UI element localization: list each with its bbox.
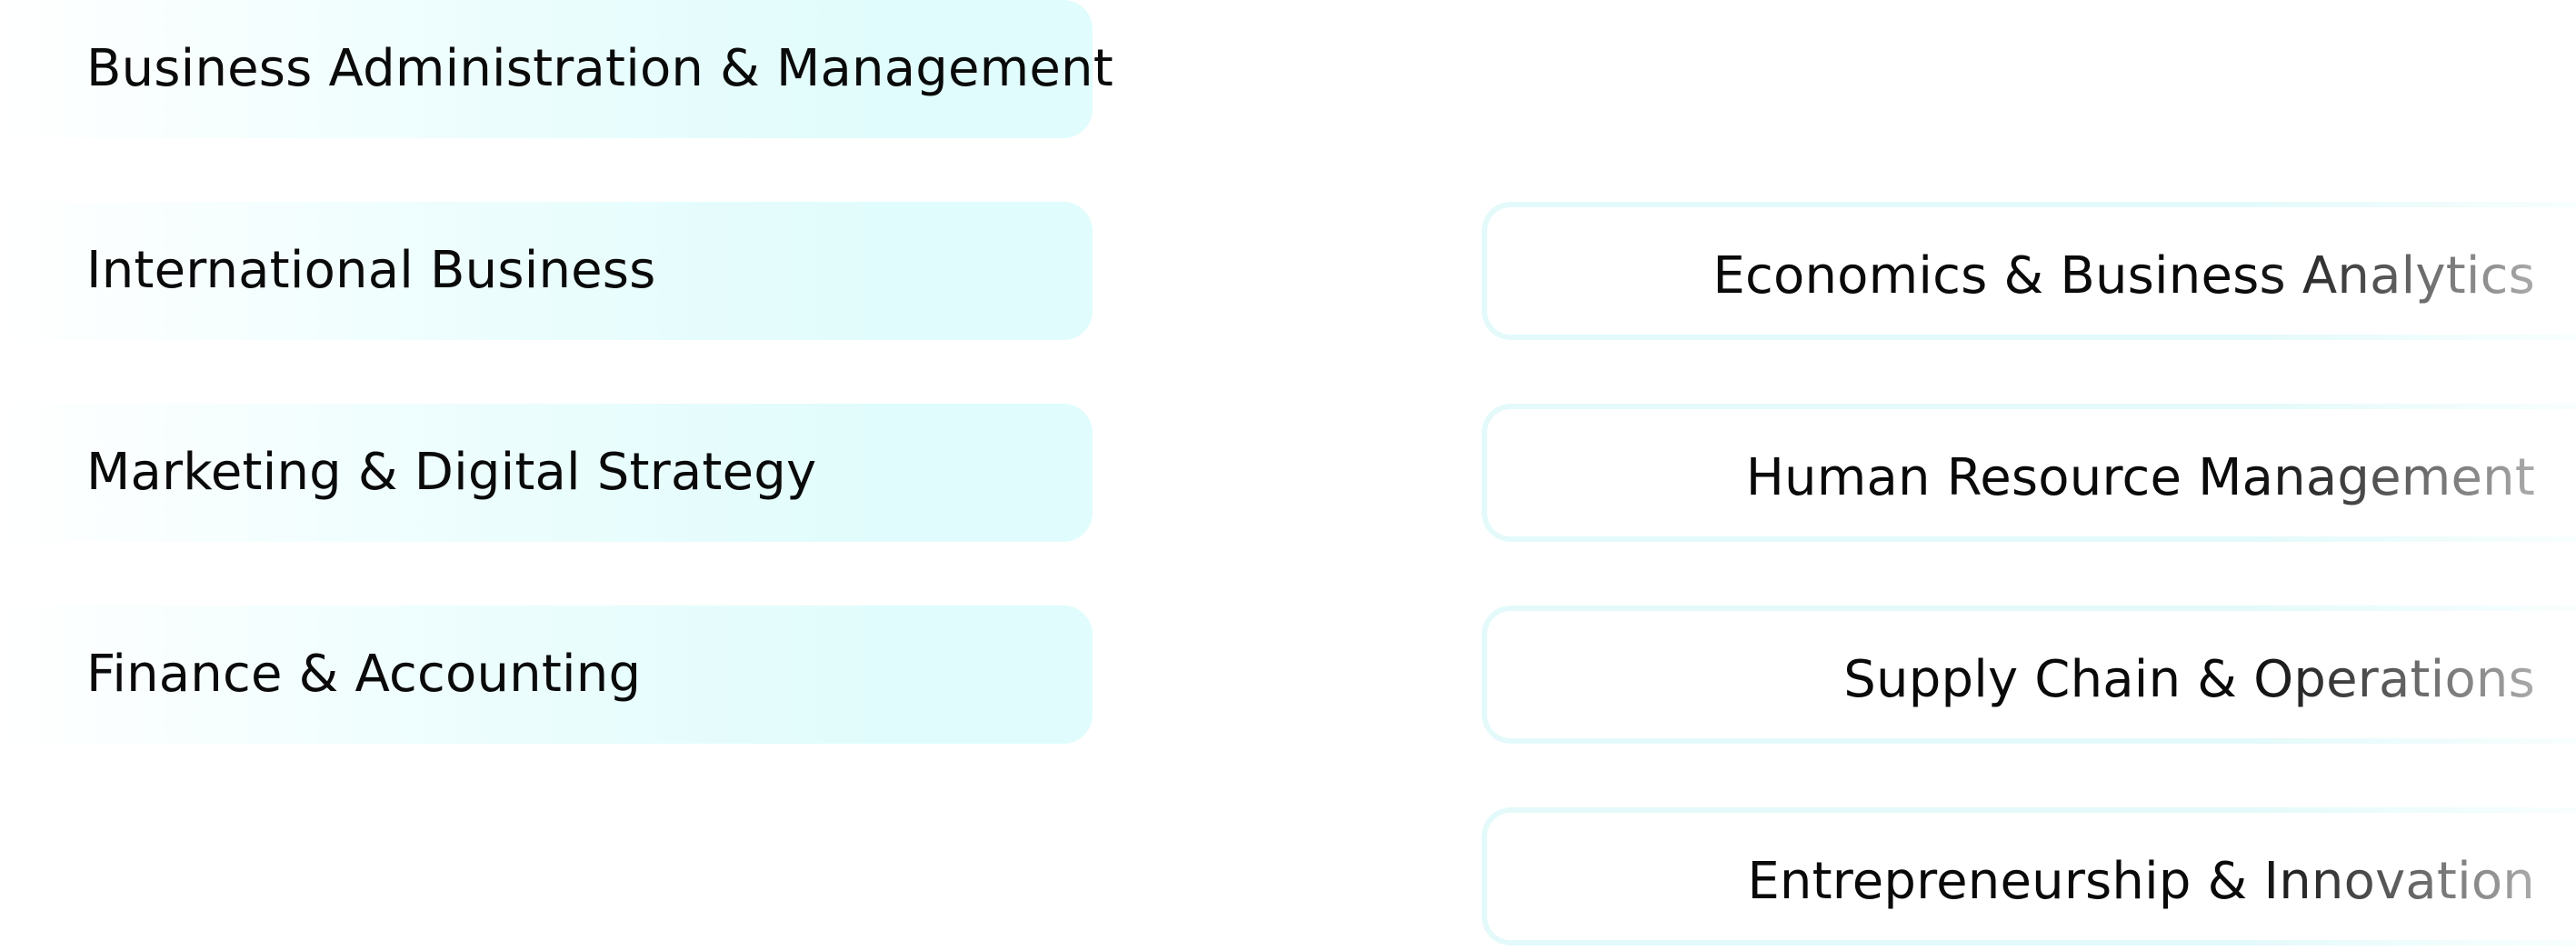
program-label: Marketing & Digital Strategy — [86, 443, 817, 502]
program-item-human-resources[interactable]: Human Resource Management — [1482, 404, 2576, 542]
program-label: Finance & Accounting — [86, 645, 642, 704]
program-item-entrepreneurship[interactable]: Entrepreneurship & Innovation — [1482, 807, 2576, 946]
program-label: Human Resource Management — [1745, 448, 2535, 507]
program-label: Supply Chain & Operations — [1843, 650, 2535, 709]
program-item-business-administration[interactable]: Business Administration & Management — [0, 0, 1113, 138]
program-item-supply-chain[interactable]: Supply Chain & Operations — [1482, 606, 2576, 744]
program-label: Business Administration & Management — [86, 39, 1113, 98]
program-item-marketing[interactable]: Marketing & Digital Strategy — [0, 404, 1093, 542]
program-label: International Business — [86, 241, 656, 300]
program-item-economics[interactable]: Economics & Business Analytics — [1482, 202, 2576, 340]
program-label: Economics & Business Analytics — [1712, 246, 2535, 305]
program-item-finance[interactable]: Finance & Accounting — [0, 606, 1093, 744]
program-label: Entrepreneurship & Innovation — [1747, 852, 2535, 911]
program-item-international-business[interactable]: International Business — [0, 202, 1093, 340]
